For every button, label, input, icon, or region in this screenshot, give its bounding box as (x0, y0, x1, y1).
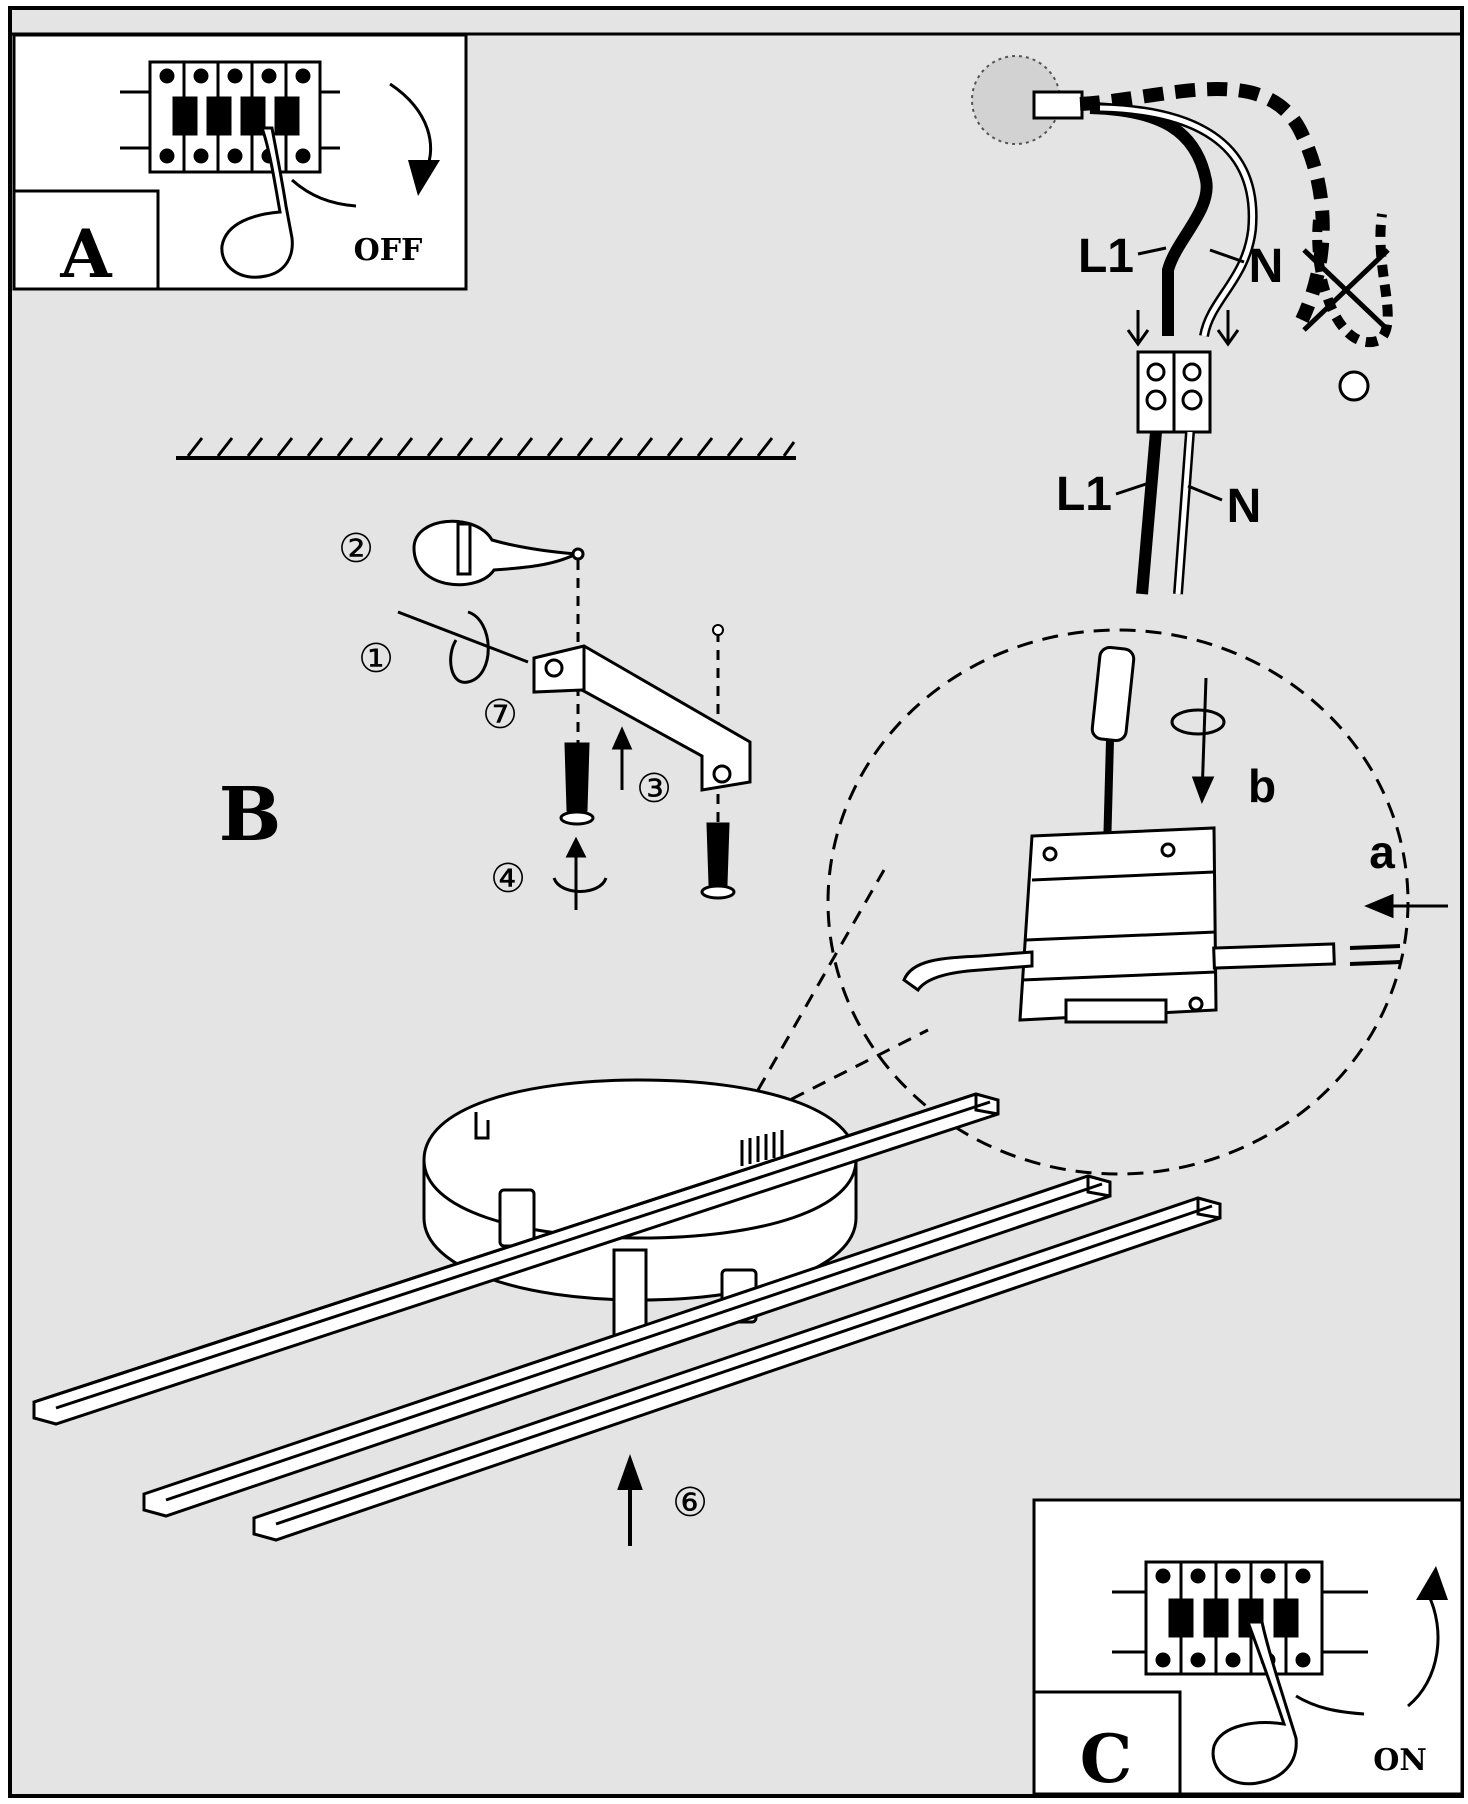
panel-c-state: ON (1373, 1743, 1427, 1778)
wall-outlet (971, 55, 1084, 145)
mounting-bracket (532, 644, 752, 792)
turn-off-arrow-head-icon (408, 160, 440, 196)
panel-c: C ON (1032, 1498, 1464, 1798)
lower-live-label: L1 (1056, 468, 1112, 521)
panel-c-letter: C (1080, 1720, 1133, 1798)
panel-a: A OFF (12, 33, 468, 293)
earth-wire-crossed-icon (1302, 213, 1393, 402)
lower-neutral-label: N (1227, 480, 1262, 533)
insert-arrow-icon (1364, 893, 1448, 919)
turn-on-arrow-icon (1407, 1593, 1440, 1708)
hand-icon-on (1211, 1620, 1365, 1786)
panel-a-letter-box (12, 189, 160, 291)
breaker-block-icon-on (1112, 1560, 1368, 1676)
step-1: ① (358, 636, 394, 682)
terminal-block (1018, 826, 1218, 1024)
tighten-arrow-icon (1170, 677, 1226, 804)
panel-c-letter-box (1032, 1690, 1182, 1796)
step-4: ④ (490, 856, 526, 902)
turn-on-arrow-head-icon (1416, 1566, 1448, 1600)
panel-a-state: OFF (354, 233, 423, 268)
panel-a-letter: A (59, 215, 112, 293)
step-7: ⑦ (482, 692, 518, 738)
upper-live-label: L1 (1078, 230, 1134, 283)
hand-icon (220, 126, 357, 279)
ceiling-hatch (176, 437, 796, 460)
lamp-wires (1136, 431, 1195, 595)
lift-up-arrow-icon (617, 1454, 643, 1546)
detail-wires (902, 942, 1401, 993)
panel-b-letter: B (219, 772, 282, 858)
drill-callout (412, 519, 585, 587)
led-bar-2 (142, 1174, 1112, 1518)
wall-screw-icon (559, 742, 595, 826)
step-3: ③ (636, 766, 672, 812)
upper-neutral-label: N (1249, 240, 1284, 293)
screw-rotate-icon (552, 836, 608, 910)
up-arrow-icon-3 (611, 726, 633, 790)
terminal-connector (1136, 350, 1212, 434)
step-6: ⑥ (672, 1480, 708, 1526)
breaker-block-icon (120, 60, 340, 174)
insert-down-arrows (1126, 310, 1240, 347)
step-2: ② (338, 526, 374, 572)
wall-screw-icon-2 (700, 822, 736, 900)
insert-label: a (1369, 826, 1395, 878)
earth-symbol-icon (1338, 370, 1370, 402)
led-bar-1 (32, 1092, 1000, 1426)
mains-wires (1079, 82, 1330, 338)
twist-arrow-icon (397, 610, 529, 684)
wall-plug-icon (456, 522, 472, 576)
led-bar-3 (252, 1196, 1222, 1542)
tighten-label: b (1248, 760, 1276, 812)
